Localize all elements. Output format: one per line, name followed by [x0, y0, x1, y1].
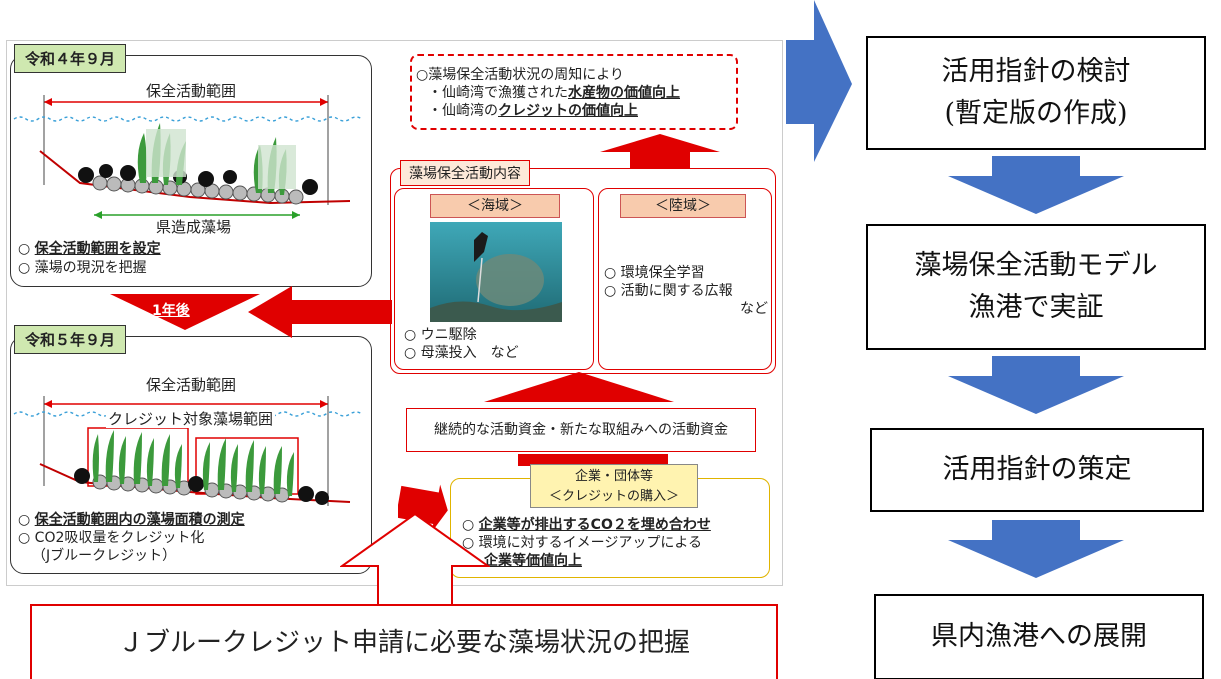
flow-step-1-line-2: (暫定版の作成) — [944, 98, 1128, 129]
left-arrow-red — [248, 286, 392, 338]
flow-step-2: 藻場保全活動モデル 漁港で実証 — [866, 224, 1206, 350]
flow-step-1-line-1: 活用指針の検討 — [941, 56, 1131, 87]
company-subtitle: ＜クレジットの購入＞ — [548, 489, 679, 504]
down-arrow-red — [110, 294, 260, 330]
note-2023-2: ○ CO2吸収量をクレジット化 — [18, 530, 205, 546]
land-section — [598, 188, 772, 370]
note-2022-2: ○ 藻場の現況を把握 — [18, 260, 147, 276]
effects-line-1: ・仙崎湾で漁獲された水産物の価値向上 — [428, 85, 680, 101]
company-item-2: ○ 環境に対するイメージアップによる — [462, 535, 702, 551]
sea-item-2: ○ 母藻投入 など — [404, 345, 519, 361]
flow-step-1: 活用指針の検討 (暫定版の作成) — [866, 36, 1206, 150]
company-header: 企業・団体等 ＜クレジットの購入＞ — [530, 464, 698, 508]
land-item-2: ○ 活動に関する広報 — [604, 283, 733, 299]
note-2023-3: （Jブルークレジット） — [32, 548, 177, 564]
panel-2022 — [10, 55, 372, 287]
sea-header: ＜海域＞ — [430, 194, 560, 218]
tag-2023: 令和５年９月 — [14, 325, 127, 354]
flow-arrow-3 — [948, 520, 1124, 578]
flow-step-2-line-2: 漁港で実証 — [968, 292, 1104, 323]
flow-arrow-2 — [948, 356, 1124, 414]
seaweed-illustration-2022 — [13, 95, 363, 219]
funding-box: 継続的な活動資金・新たな取組みへの活動資金 — [406, 408, 756, 452]
credit-range-label: クレジット対象藻場範囲 — [106, 410, 276, 428]
seaweed-bed-label: 県造成藻場 — [156, 218, 232, 236]
land-suffix: など — [740, 301, 768, 317]
after-one-year-label: 1年後 — [152, 303, 190, 319]
up-arrow-red-small — [518, 454, 668, 466]
diver-photo — [430, 222, 562, 322]
right-arrow-blue — [786, 0, 852, 162]
company-title: 企業・団体等 — [574, 469, 653, 484]
land-item-1: ○ 環境保全学習 — [604, 265, 705, 281]
flow-arrow-1 — [948, 156, 1124, 214]
effects-intro: ○藻場保全活動状況の周知により — [416, 67, 624, 83]
note-2022-1: ○ 保全活動範囲を設定 — [18, 241, 161, 257]
company-item-1: ○ 企業等が排出するCO２を埋め合わせ — [462, 517, 711, 533]
range-label-2023: 保全活動範囲 — [146, 376, 237, 394]
panel-2023 — [10, 336, 372, 574]
tag-2022: 令和４年９月 — [14, 44, 127, 73]
activities-title: 藻場保全活動内容 — [400, 160, 530, 186]
effects-line-2: ・仙崎湾のクレジットの価値向上 — [428, 103, 638, 119]
seaweed-illustration-2023 — [13, 396, 363, 506]
bottom-red-box: Ｊブルークレジット申請に必要な藻場状況の把握 — [30, 604, 778, 679]
company-item-2-emph: 企業等価値向上 — [484, 553, 582, 569]
flow-step-4: 県内漁港への展開 — [874, 594, 1204, 679]
flow-step-2-line-1: 藻場保全活動モデル — [914, 250, 1158, 281]
flow-step-3: 活用指針の策定 — [870, 428, 1204, 512]
note-2023-1: ○ 保全活動範囲内の藻場面積の測定 — [18, 512, 245, 528]
effects-box — [410, 54, 738, 130]
sea-section — [394, 188, 594, 370]
sea-item-1: ○ ウニ駆除 — [404, 327, 477, 343]
up-arrow-red-top — [600, 134, 720, 168]
range-label-2022: 保全活動範囲 — [146, 82, 237, 100]
up-arrow-red-mid — [484, 372, 674, 402]
land-header: ＜陸域＞ — [620, 194, 746, 218]
diagonal-arrow-red — [398, 484, 448, 532]
hollow-up-arrow — [340, 514, 490, 606]
